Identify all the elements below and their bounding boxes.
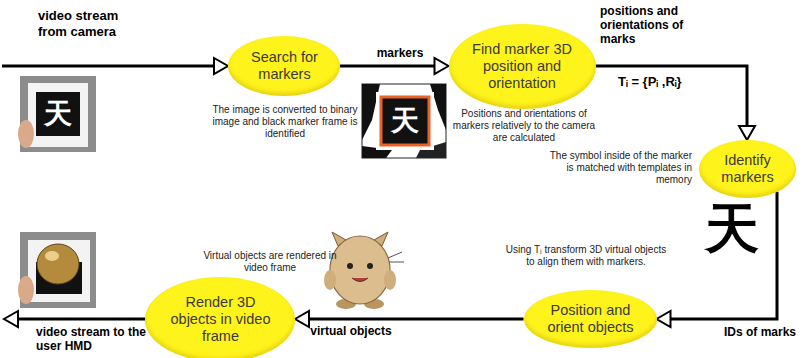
edge-label: virtual objects bbox=[295, 324, 407, 338]
marker-symbol: 天 bbox=[700, 198, 764, 260]
stream-line bbox=[2, 65, 214, 68]
flow-line bbox=[671, 192, 778, 319]
stream-line bbox=[18, 318, 145, 321]
creature-whisker bbox=[388, 252, 402, 258]
creature-mouth bbox=[352, 278, 368, 282]
output-photo bbox=[18, 232, 96, 308]
annotation-text: The symbol inside of the marker is match… bbox=[546, 150, 692, 186]
annotation-text: Using Tᵢ transform 3D virtual objects to… bbox=[505, 244, 667, 268]
hand bbox=[18, 120, 34, 148]
node-text-block: Search for markers bbox=[241, 49, 328, 83]
annotation-text: The image is converted to binary image a… bbox=[212, 104, 358, 140]
arrow-head bbox=[4, 311, 18, 327]
process-ellipse: Find marker 3D position and orientation bbox=[449, 24, 596, 109]
virtual-creature bbox=[324, 232, 404, 309]
annotation-text: Virtual objects are rendered in video fr… bbox=[198, 250, 342, 274]
creature-arm bbox=[384, 270, 396, 290]
process-ellipse: Position and orient objects bbox=[524, 290, 657, 348]
rendered-highlight bbox=[45, 251, 59, 261]
flow-arrow bbox=[340, 58, 449, 74]
node-text-block: Find marker 3D position and orientation bbox=[465, 41, 580, 92]
annotation-text: Positions and orientations of markers re… bbox=[450, 108, 598, 144]
creature-whisker bbox=[389, 262, 404, 263]
flow-line bbox=[340, 65, 435, 68]
marker-card bbox=[28, 83, 88, 147]
edge-label: IDs of marks bbox=[722, 325, 798, 339]
node-label: Identify markers bbox=[710, 152, 786, 186]
node-text-block: Position and orient objects bbox=[539, 302, 643, 336]
node-label: Render 3D objects in video frame bbox=[162, 294, 279, 345]
binary-ground bbox=[362, 84, 446, 158]
arrow-head bbox=[435, 58, 449, 74]
flow-line bbox=[596, 66, 748, 126]
binary-image bbox=[362, 84, 446, 158]
creature-eye bbox=[367, 263, 373, 269]
marker-frame bbox=[381, 97, 429, 145]
node-label: Search for markers bbox=[241, 49, 328, 83]
marker-symbol: 天 bbox=[36, 92, 80, 136]
camera-photo bbox=[18, 76, 96, 152]
marker-frame bbox=[36, 92, 80, 136]
process-ellipse: Search for markers bbox=[228, 36, 340, 96]
marker-card bbox=[376, 92, 434, 150]
creature-body bbox=[330, 236, 390, 304]
node-label: Position and orient objects bbox=[539, 302, 643, 336]
annotation-text: video stream from camera bbox=[38, 8, 150, 40]
arrow-head bbox=[657, 311, 671, 327]
hand bbox=[18, 276, 34, 304]
output-arrow bbox=[4, 311, 145, 327]
node-text-block: Identify markers bbox=[710, 152, 786, 186]
creature-arm bbox=[324, 270, 336, 290]
edge-label: markers bbox=[362, 46, 438, 60]
annotation-text: Tᵢ = {Pᵢ ,Rᵢ} bbox=[618, 74, 728, 90]
arrow-head bbox=[214, 58, 228, 74]
marker-card bbox=[28, 240, 90, 302]
process-ellipse: Identify markers bbox=[699, 140, 796, 198]
flow-arrow bbox=[657, 192, 778, 327]
arrow-head bbox=[295, 311, 309, 327]
node-label: Find marker 3D position and orientation bbox=[465, 41, 580, 92]
arrow-head bbox=[739, 126, 755, 140]
flow-arrow bbox=[596, 66, 756, 140]
rendered-creature bbox=[37, 244, 79, 284]
marker-symbol: 天 bbox=[381, 97, 429, 145]
creature-eye bbox=[347, 263, 353, 269]
process-ellipse: Render 3D objects in video frame bbox=[145, 277, 295, 358]
edge-label: positions and orientations of marks bbox=[600, 4, 722, 46]
annotation-text: video stream to the user HMD bbox=[36, 325, 148, 353]
flow-line bbox=[309, 318, 524, 321]
node-text-block: Render 3D objects in video frame bbox=[162, 294, 279, 345]
input-arrow bbox=[2, 58, 228, 74]
